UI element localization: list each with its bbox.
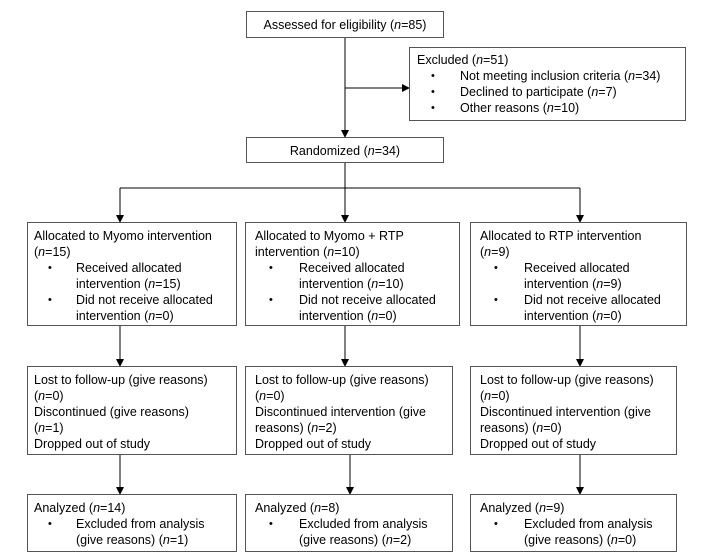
randomized-box: Randomized (n=34) <box>246 137 444 163</box>
analyzed-title: Analyzed (n=14) <box>34 501 126 515</box>
analyzed-item: Excluded from analysis (give reasons) (n… <box>34 516 236 548</box>
followup-line: (n=1) <box>34 421 64 435</box>
analyzed-box-myomo-rtp: Analyzed (n=8) Excluded from analysis (g… <box>245 494 453 552</box>
followup-line: Discontinued (give reasons) <box>34 405 189 419</box>
allocation-box-myomo: Allocated to Myomo intervention (n=15) R… <box>27 222 237 326</box>
followup-box-myomo-rtp: Lost to follow-up (give reasons) (n=0) D… <box>245 366 453 455</box>
randomized-text: Randomized (n=34) <box>289 144 401 158</box>
excluded-item: Other reasons (n=10) <box>417 100 685 116</box>
followup-line: (n=0) <box>255 389 285 403</box>
allocation-title: Allocated to Myomo intervention <box>34 229 212 243</box>
followup-box-myomo: Lost to follow-up (give reasons) (n=0) D… <box>27 366 237 455</box>
allocation-item: Did not receive allocated intervention (… <box>480 292 686 324</box>
excluded-item: Declined to participate (n=7) <box>417 84 685 100</box>
allocation-item: Did not receive allocated intervention (… <box>34 292 236 324</box>
analyzed-box-myomo: Analyzed (n=14) Excluded from analysis (… <box>27 494 237 552</box>
followup-line: (n=0) <box>34 389 64 403</box>
followup-line: Dropped out of study <box>34 437 151 451</box>
followup-line: reasons) (n=0) <box>480 421 562 435</box>
allocation-item: Received allocated intervention (n=10) <box>255 260 459 292</box>
analyzed-item: Excluded from analysis (give reasons) (n… <box>480 516 676 548</box>
followup-line: reasons) (n=2) <box>255 421 337 435</box>
followup-line: Dropped out of study <box>255 437 372 451</box>
followup-line: (n=0) <box>480 389 510 403</box>
excluded-item: Not meeting inclusion criteria (n=34) <box>417 68 685 84</box>
allocation-item: Received allocated intervention (n=15) <box>34 260 236 292</box>
followup-line: Lost to follow-up (give reasons) <box>255 373 429 387</box>
allocation-item: Received allocated intervention (n=9) <box>480 260 686 292</box>
analyzed-title: Analyzed (n=8) <box>255 501 340 515</box>
analyzed-item: Excluded from analysis (give reasons) (n… <box>255 516 452 548</box>
followup-line: Dropped out of study <box>480 437 597 451</box>
eligibility-text: Assessed for eligibility (n=85) <box>263 18 427 32</box>
excluded-list: Not meeting inclusion criteria (n=34) De… <box>417 68 685 116</box>
allocation-count: (n=9) <box>480 245 510 259</box>
analyzed-box-rtp: Analyzed (n=9) Excluded from analysis (g… <box>470 494 677 552</box>
allocation-count: (n=15) <box>34 245 71 259</box>
excluded-box: Excluded (n=51) Not meeting inclusion cr… <box>409 47 686 121</box>
followup-line: Lost to follow-up (give reasons) <box>34 373 208 387</box>
allocation-item: Did not receive allocated intervention (… <box>255 292 459 324</box>
allocation-box-rtp: Allocated to RTP intervention (n=9) Rece… <box>470 222 687 326</box>
allocation-title: Allocated to RTP intervention <box>480 229 642 243</box>
followup-line: Discontinued intervention (give <box>255 405 426 419</box>
followup-box-rtp: Lost to follow-up (give reasons) (n=0) D… <box>470 366 677 455</box>
analyzed-title: Analyzed (n=9) <box>480 501 565 515</box>
excluded-title: Excluded (n=51) <box>417 53 509 67</box>
allocation-title: Allocated to Myomo + RTP <box>255 229 404 243</box>
allocation-count: intervention (n=10) <box>255 245 360 259</box>
allocation-box-myomo-rtp: Allocated to Myomo + RTP intervention (n… <box>245 222 460 326</box>
eligibility-box: Assessed for eligibility (n=85) <box>246 11 444 38</box>
followup-line: Lost to follow-up (give reasons) <box>480 373 654 387</box>
followup-line: Discontinued intervention (give <box>480 405 651 419</box>
